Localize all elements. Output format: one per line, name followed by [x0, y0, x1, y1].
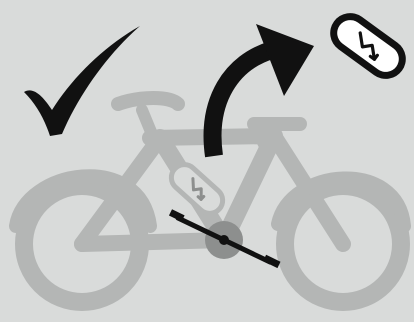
chain-stay — [82, 240, 224, 244]
saddle — [118, 98, 178, 104]
